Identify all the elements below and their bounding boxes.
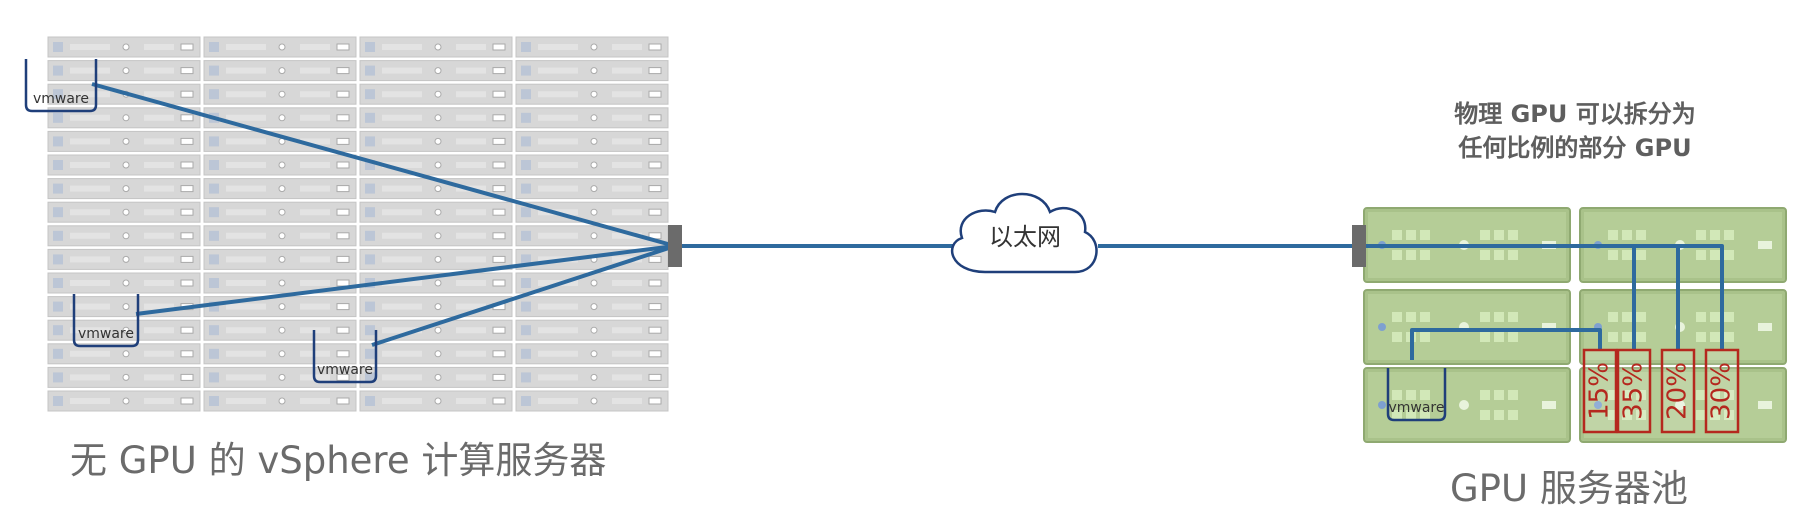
server-unit (515, 366, 669, 388)
network-link (371, 244, 676, 347)
network-links (91, 82, 1724, 360)
server-unit (203, 60, 357, 82)
network-link (135, 244, 676, 316)
server-unit (515, 178, 669, 200)
server-unit (359, 178, 513, 200)
gpu-server (1363, 367, 1571, 443)
server-unit (203, 272, 357, 294)
server-unit (47, 60, 201, 82)
server-unit (359, 60, 513, 82)
vmware-logo-text: vmware (78, 326, 134, 342)
server-unit (203, 390, 357, 412)
right-switch-port (1352, 225, 1366, 267)
server-unit (515, 154, 669, 176)
server-unit (203, 178, 357, 200)
gpu-server (1579, 289, 1787, 365)
server-unit (47, 36, 201, 58)
gpu-partition-label: 35% (1619, 362, 1649, 420)
server-unit (47, 154, 201, 176)
server-unit (203, 343, 357, 365)
server-unit (359, 130, 513, 152)
vmware-logo-text: vmware (1388, 400, 1444, 416)
gpu-server-pool (1363, 207, 1787, 443)
server-unit (203, 36, 357, 58)
vmware-logo: vmware (72, 294, 140, 348)
left-rack-caption: 无 GPU 的 vSphere 计算服务器 (70, 439, 607, 482)
server-unit (359, 107, 513, 129)
server-unit (515, 390, 669, 412)
server-unit (359, 366, 513, 388)
server-unit (359, 225, 513, 247)
server-unit (203, 201, 357, 223)
server-unit (359, 390, 513, 412)
server-unit (203, 154, 357, 176)
gpu-partition: 30% (1704, 348, 1740, 434)
server-unit (203, 248, 357, 270)
server-unit (359, 36, 513, 58)
server-unit (515, 83, 669, 105)
vmware-logo-text: vmware (317, 362, 373, 378)
ethernet-cloud: 以太网 (950, 192, 1098, 274)
server-unit (359, 248, 513, 270)
server-unit (47, 272, 201, 294)
server-unit (515, 225, 669, 247)
gpu-partition: 20% (1660, 348, 1696, 434)
network-link (91, 82, 676, 248)
server-unit (47, 201, 201, 223)
server-unit (47, 319, 201, 341)
server-unit (203, 296, 357, 318)
server-unit (47, 225, 201, 247)
server-unit (359, 343, 513, 365)
server-unit (515, 36, 669, 58)
server-unit (515, 107, 669, 129)
network-link (1366, 244, 1724, 350)
server-unit (515, 60, 669, 82)
server-unit (47, 248, 201, 270)
server-unit (47, 343, 201, 365)
server-unit (515, 201, 669, 223)
gpu-pool-caption: GPU 服务器池 (1450, 467, 1688, 510)
gpu-split-annotation: 物理 GPU 可以拆分为 任何比例的部分 GPU (1395, 97, 1755, 165)
vmware-logo: vmware (1386, 368, 1447, 422)
server-unit (47, 107, 201, 129)
gpu-partition-label: 20% (1663, 362, 1693, 420)
annotation-line-1: 物理 GPU 可以拆分为 (1454, 100, 1696, 128)
gpu-server (1363, 289, 1571, 365)
server-unit (203, 319, 357, 341)
network-link (1410, 328, 1602, 360)
server-unit (515, 343, 669, 365)
server-unit (515, 319, 669, 341)
gpu-partitions: 15%35% 20% 30% (1582, 348, 1740, 434)
server-unit (359, 83, 513, 105)
server-unit (515, 296, 669, 318)
annotation-line-2: 任何比例的部分 GPU (1458, 134, 1692, 162)
ethernet-label: 以太网 (989, 223, 1061, 251)
left-switch-port (668, 225, 682, 267)
vmware-logo: vmware (312, 330, 378, 384)
server-unit (47, 130, 201, 152)
server-unit (359, 201, 513, 223)
server-unit (47, 366, 201, 388)
server-unit (203, 107, 357, 129)
server-unit (47, 390, 201, 412)
vmware-logo: vmware (24, 59, 98, 113)
gpu-partition-label: 30% (1707, 362, 1737, 420)
gpu-partition: 35% (1616, 348, 1652, 434)
server-unit (515, 248, 669, 270)
server-unit (515, 130, 669, 152)
server-unit (47, 296, 201, 318)
gpu-partition: 15% (1582, 348, 1618, 434)
server-unit (203, 83, 357, 105)
vm-logos: vmware vmware vmware vmware (24, 59, 1447, 422)
server-rack (47, 36, 669, 412)
server-unit (203, 225, 357, 247)
server-unit (47, 178, 201, 200)
vmware-logo-text: vmware (33, 91, 89, 107)
server-unit (359, 272, 513, 294)
gpu-partition-label: 15% (1585, 362, 1615, 420)
